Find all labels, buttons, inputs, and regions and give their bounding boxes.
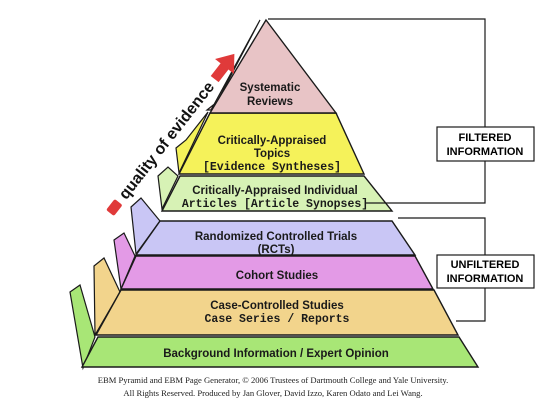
side-face-background [69, 284, 96, 371]
tier-cohort [119, 255, 435, 290]
tier-systematic [208, 18, 338, 114]
quality-arrow-tail [106, 199, 122, 216]
side-face-cohort [113, 232, 136, 292]
unfiltered-info-box: UNFILTERED INFORMATION [436, 254, 535, 289]
side-face-topics [175, 111, 209, 176]
tier-background [80, 336, 480, 368]
footer-line1: EBM Pyramid and EBM Page Generator, © 20… [98, 375, 449, 385]
articles-label-line1: Critically-Appraised Individual [192, 185, 358, 197]
tier-rcts [134, 220, 417, 256]
topics-label-line2: Topics [254, 148, 290, 160]
rcts-label-line1: Randomized Controlled Trials [195, 231, 357, 243]
side-face-top [205, 19, 261, 111]
cohort-label: Cohort Studies [236, 270, 318, 282]
filtered-info-box: FILTERED INFORMATION [436, 126, 535, 162]
filtered-label-line1: FILTERED [459, 132, 512, 144]
topics-label-line1: Critically-Appraised [218, 135, 327, 147]
quality-arrow-head [210, 53, 235, 83]
unfiltered-label-line2: INFORMATION [447, 273, 524, 285]
topics-label-line3: [Evidence Syntheses] [203, 161, 341, 174]
rcts-label-line2: (RCTs) [258, 244, 295, 256]
filtered-bracket [268, 18, 486, 204]
casecontrol-label-line1: Case-Controlled Studies [210, 300, 344, 312]
systematic-label-line1: Systematic [240, 82, 301, 94]
footer: EBM Pyramid and EBM Page Generator, © 20… [98, 375, 449, 398]
tier-articles [160, 175, 394, 212]
tier-casecontrol [94, 289, 460, 336]
unfiltered-label-line1: UNFILTERED [451, 259, 520, 271]
systematic-label-line2: Reviews [247, 96, 293, 108]
tier-labels: Systematic Reviews Critically-Appraised … [163, 82, 389, 360]
articles-label-line2: Articles [Article Synopses] [182, 198, 368, 211]
background-label: Background Information / Expert Opinion [163, 348, 389, 360]
filtered-label-line2: INFORMATION [447, 146, 524, 158]
side-face-articles [157, 166, 179, 212]
pyramid-front-faces [80, 18, 480, 368]
pyramid-side-faces [69, 19, 261, 371]
casecontrol-label-line2: Case Series / Reports [205, 313, 350, 326]
footer-line2: All Rights Reserved. Produced by Jan Glo… [123, 388, 422, 398]
